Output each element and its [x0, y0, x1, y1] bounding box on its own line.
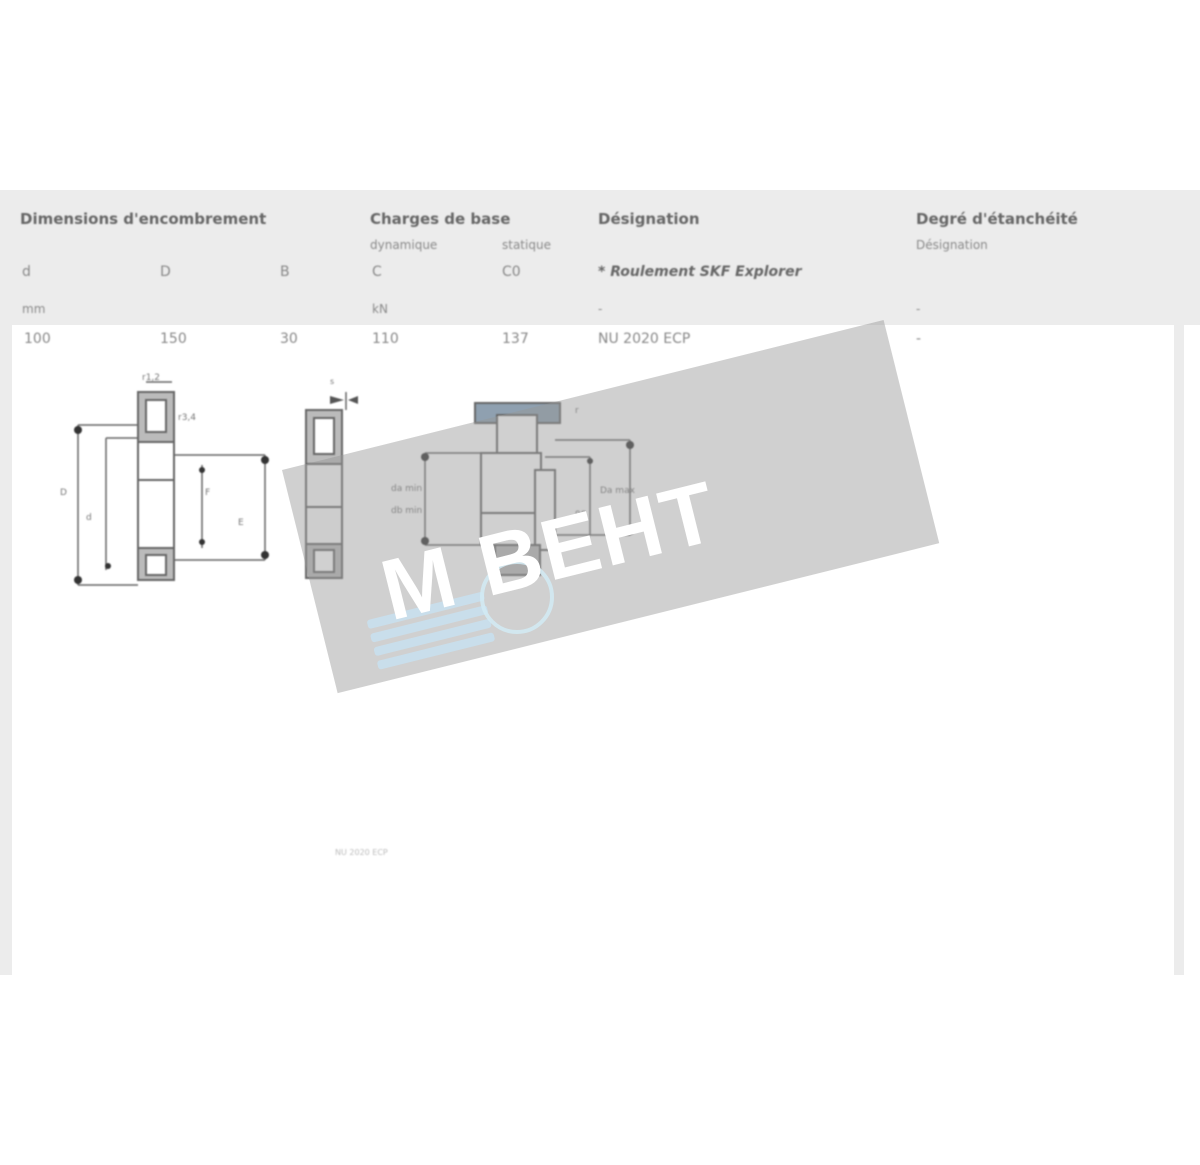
label-s: s	[330, 377, 334, 386]
label-dim-98: 98	[575, 510, 587, 520]
label-E: E	[238, 518, 244, 528]
symbol-C0: C0	[502, 264, 521, 280]
header-designation: Désignation	[598, 210, 700, 228]
value-d: 100	[24, 331, 51, 347]
drawing-caption: NU 2020 ECP	[335, 848, 388, 857]
unit-designation: -	[598, 302, 603, 316]
header-basic-loads: Charges de base	[370, 210, 511, 228]
value-C: 110	[372, 331, 399, 347]
label-Da-max: Da max	[600, 486, 636, 496]
label-F: F	[205, 488, 210, 498]
label-r-top: r	[575, 406, 579, 416]
panel-right-border	[1174, 325, 1184, 975]
unit-kn: kN	[372, 302, 388, 316]
table-header	[0, 190, 1200, 325]
subheader-sealing-designation: Désignation	[916, 238, 988, 252]
label-r12-top: r1,2	[142, 373, 160, 383]
explorer-note: * Roulement SKF Explorer	[598, 264, 802, 280]
symbol-d: d	[22, 264, 31, 280]
label-D: D	[60, 488, 67, 498]
label-r34: r3,4	[178, 413, 196, 423]
label-da-min: da min	[391, 484, 422, 494]
panel-left-border	[0, 325, 12, 975]
watermark-logo-icon	[480, 560, 554, 634]
label-d: d	[86, 513, 92, 523]
unit-mm: mm	[22, 302, 46, 316]
value-C0: 137	[502, 331, 529, 347]
unit-sealing: -	[916, 302, 921, 316]
subheader-dynamic: dynamique	[370, 238, 438, 252]
header-sealing: Degré d'étanchéité	[916, 210, 1078, 228]
symbol-B: B	[280, 264, 290, 280]
label-db-min: db min	[391, 506, 422, 516]
value-designation: NU 2020 ECP	[598, 331, 691, 347]
symbol-C: C	[372, 264, 382, 280]
value-sealing: -	[916, 331, 922, 347]
subheader-static: statique	[502, 238, 551, 252]
header-dimensions: Dimensions d'encombrement	[20, 210, 267, 228]
value-D: 150	[160, 331, 187, 347]
bearing-cross-section-drawing: r1,2 r3,4 D d F E	[60, 373, 269, 586]
bearing-side-view-drawing: s	[305, 377, 358, 579]
value-B: 30	[280, 331, 298, 347]
symbol-D: D	[160, 264, 171, 280]
